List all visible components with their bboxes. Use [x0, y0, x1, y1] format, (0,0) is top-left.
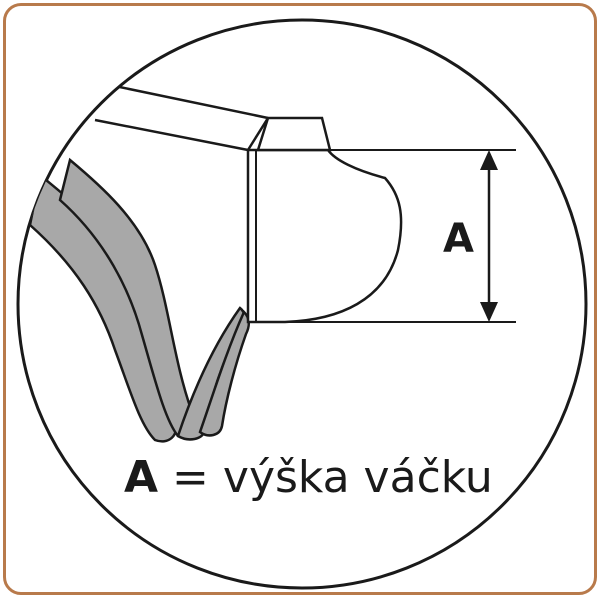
arrow-up-icon [480, 150, 498, 170]
sleeve-outline [94, 83, 270, 152]
caption-definition: = výška váčku [158, 452, 493, 503]
loop-band-2 [198, 309, 250, 437]
pouch-cap [256, 116, 332, 152]
arrow-down-icon [480, 302, 498, 322]
pouch-body [246, 148, 403, 324]
caption: A = výška váčku [124, 452, 493, 503]
dimension-label: A [443, 216, 474, 262]
caption-symbol: A [124, 452, 158, 503]
